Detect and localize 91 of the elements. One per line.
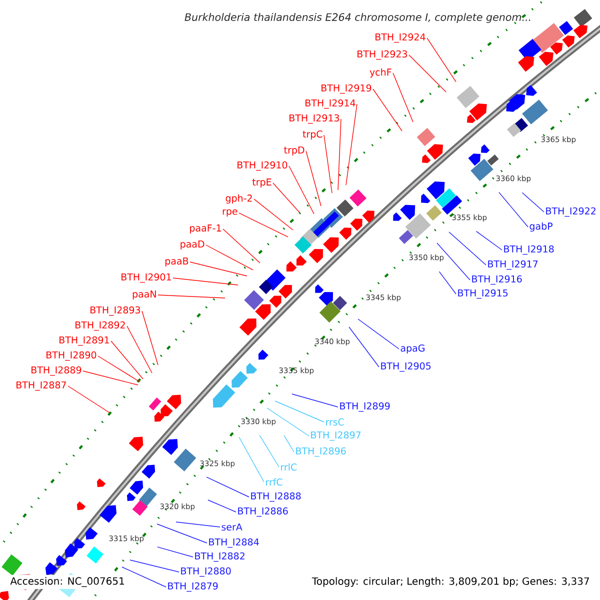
- leader-line: [288, 166, 314, 214]
- gene-label: ychF: [370, 68, 392, 78]
- leader-line: [272, 182, 300, 214]
- leader-line: [110, 340, 144, 380]
- gene-label: BTH_I2891: [60, 336, 109, 346]
- info-text: Accession: NC_007651: [8, 575, 127, 589]
- gene-label: BTH_I2888: [251, 492, 301, 502]
- leader-line: [436, 242, 470, 280]
- leader-line: [358, 318, 400, 350]
- gene-label: paaB: [165, 258, 188, 266]
- leader-line: [82, 370, 138, 386]
- leader-line: [284, 435, 294, 452]
- leader-line: [98, 356, 140, 382]
- gene-label: BTH_I2913: [290, 114, 340, 124]
- leader-line: [498, 192, 528, 228]
- leader-line: [266, 408, 310, 436]
- leader-line: [176, 522, 220, 528]
- gene-label: BTH_I2910: [238, 161, 288, 171]
- leader-line: [158, 294, 226, 298]
- leader-line: [222, 228, 260, 264]
- title: Burkholderia thailandensis E264 chromosome I, complete genom...: [184, 13, 530, 23]
- leader-line: [208, 500, 236, 512]
- leader-line: [274, 400, 324, 422]
- gene-label: BTH_I2896: [296, 447, 346, 457]
- gene-label: BTH_I2882: [195, 552, 244, 562]
- leader-line: [372, 88, 402, 132]
- gene-label: BTH_I2897: [311, 431, 361, 441]
- gene-label: paaN: [132, 290, 156, 300]
- gene-label: BTH_I2917: [488, 260, 538, 270]
- gene-label: BTH_I2880: [181, 567, 231, 577]
- gene-label: BTH_I2922: [546, 207, 596, 217]
- gene-label: gabP: [530, 222, 552, 232]
- leader-line: [172, 278, 238, 286]
- gene-label: BTH_I2879: [168, 582, 218, 592]
- gene-label: paaD: [180, 240, 204, 250]
- leader-line: [259, 434, 280, 468]
- info-text: Topology: circular; Length: 3,809,201 bp; Genes: 3,337: [310, 575, 592, 589]
- gene-label: serA: [222, 523, 242, 531]
- gene-label: BTH_I2901: [122, 273, 171, 283]
- leader-line: [448, 232, 486, 266]
- gene-label: BTH_I2892: [76, 321, 125, 331]
- leader-line: [408, 54, 446, 92]
- leader-line: [348, 326, 380, 368]
- leader-line: [206, 476, 250, 498]
- gene-label: BTH_I2893: [90, 306, 140, 316]
- gene-label: BTH_I2889: [32, 366, 82, 376]
- gene-label: BTH_I2918: [504, 245, 554, 255]
- gene-label: BTH_I2923: [358, 50, 408, 60]
- gene-label: BTH_I2915: [458, 289, 508, 299]
- gene-label: rrfC: [266, 478, 282, 486]
- gene-label: paaF-1: [190, 224, 221, 234]
- gene-label: gph-2: [226, 194, 252, 204]
- gene-label: trpD: [284, 146, 304, 156]
- gene-label: BTH_I2916: [472, 275, 522, 285]
- leader-line: [292, 394, 338, 408]
- leader-line: [122, 566, 166, 588]
- gene-label: BTH_I2899: [340, 402, 390, 412]
- gene-label: apaG: [400, 344, 424, 354]
- leader-line: [438, 271, 456, 294]
- gene-label: rrlC: [281, 463, 297, 471]
- leader-line: [142, 310, 158, 366]
- leader-line: [522, 192, 544, 212]
- leader-line: [324, 134, 332, 194]
- gene-label: BTH_I2924: [376, 33, 426, 43]
- gene-label: trpC: [302, 130, 322, 140]
- leader-line: [306, 150, 322, 206]
- gene-label: BTH_I2887: [16, 381, 66, 391]
- leader-line: [254, 198, 294, 230]
- gene-label: BTH_I2919: [322, 84, 372, 94]
- leader-line: [346, 104, 358, 186]
- gene-label: BTH_I2890: [46, 351, 96, 361]
- leader-line: [190, 262, 248, 276]
- leader-line: [206, 244, 254, 270]
- leader-line: [156, 524, 208, 544]
- leader-line: [238, 436, 264, 482]
- leader-line: [126, 326, 152, 374]
- gene-label: BTH_I2905: [381, 362, 431, 372]
- leader-line: [392, 72, 414, 122]
- gene-label: rrsC: [326, 418, 344, 426]
- leader-line: [156, 546, 194, 558]
- leader-line: [130, 560, 180, 572]
- leader-line: [426, 38, 456, 82]
- gene-label: BTH_I2914: [306, 99, 356, 109]
- gene-label: BTH_I2884: [209, 538, 259, 548]
- gene-label: BTH_I2886: [238, 507, 288, 517]
- leader-line: [476, 230, 502, 250]
- gene-label: rpe: [222, 209, 238, 217]
- leader-line: [338, 118, 342, 190]
- leader-line: [68, 386, 110, 414]
- gene-label: trpE: [252, 178, 272, 188]
- leader-line: [238, 212, 288, 238]
